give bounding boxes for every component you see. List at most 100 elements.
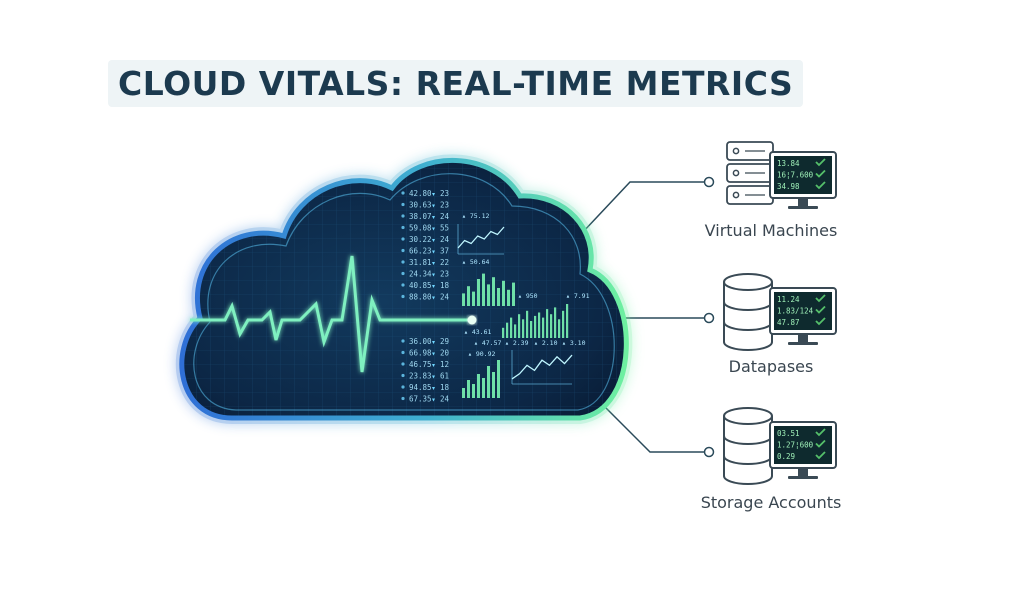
mini-bar	[462, 388, 465, 398]
readout-delta: 18	[440, 281, 450, 290]
mini-bar	[554, 307, 557, 338]
readout-delta: 18	[440, 383, 450, 392]
mini-bar	[477, 279, 480, 306]
monitor-value: 0.29	[777, 452, 795, 461]
mini-bar	[492, 372, 495, 398]
mini-bar	[514, 324, 517, 338]
check-icon	[815, 181, 826, 190]
svg-text:▾: ▾	[432, 385, 435, 392]
mini-bar	[507, 289, 510, 306]
chart-mini-label: ▴ 47.57	[474, 339, 501, 347]
readout-value: 59.08	[409, 224, 432, 233]
readout-delta: 23	[440, 201, 449, 210]
readout-value: 67.35	[409, 395, 432, 404]
readout-row: 31.81▾ 22	[401, 258, 449, 267]
readout-row: 94.85▾18	[401, 383, 450, 392]
resource-label: Virtual Machines	[705, 221, 838, 240]
svg-text:▾: ▾	[432, 237, 435, 244]
check-icon	[815, 428, 826, 437]
mini-bar-chart	[462, 273, 515, 306]
cloud-grid	[181, 160, 627, 418]
readout-row: 38.07▾24	[401, 212, 450, 221]
mini-bar	[550, 314, 553, 338]
title-banner: CLOUD VITALS: REAL-TIME METRICS	[108, 60, 804, 107]
mini-bar	[462, 293, 465, 306]
connector-node-db	[703, 312, 715, 324]
mini-bar	[497, 288, 500, 306]
mini-bar	[497, 360, 500, 398]
mini-bar	[472, 291, 475, 306]
svg-text:▾: ▾	[432, 295, 435, 302]
readout-delta: 61	[440, 372, 449, 381]
mini-bar	[472, 384, 475, 398]
mini-bar	[467, 286, 470, 306]
svg-text:▾: ▾	[432, 226, 435, 233]
check-icon	[815, 317, 826, 326]
chart-mini-label: ▴ 2.10	[534, 339, 558, 347]
check-icon	[815, 439, 826, 448]
svg-text:▾: ▾	[432, 351, 435, 358]
mini-bar-chart	[502, 304, 569, 338]
readout-value: 30.22	[409, 235, 432, 244]
svg-text:▾: ▾	[432, 203, 435, 210]
monitor-value: 34.98	[777, 182, 800, 191]
readout-row: 42.80▾23	[401, 189, 449, 198]
cloud-monitor: 42.80▾2330.63▾2338.07▾2459.08▾5530.22▾24…	[175, 154, 633, 424]
trend-line	[511, 354, 573, 380]
readout-value: 66.98	[409, 349, 432, 358]
monitor-value: 1.27¦600	[777, 441, 814, 450]
cloud-outline	[179, 158, 629, 421]
monitor-value: 47.87	[777, 318, 800, 327]
readout-value: 40.85	[409, 281, 432, 290]
svg-text:▾: ▾	[432, 362, 435, 369]
mini-bar	[492, 277, 495, 306]
readout-delta: 55	[440, 224, 449, 233]
readout-value: 42.80	[409, 189, 432, 198]
chart-mini-label: ▴ 3.10	[562, 339, 586, 347]
connector-storage	[595, 397, 708, 453]
svg-text:▾: ▾	[432, 260, 435, 267]
readout-delta: 22	[440, 258, 449, 267]
monitor-icon: 13.84 16¦7.600 34.98	[769, 151, 837, 209]
monitor-value: 13.84	[777, 159, 800, 168]
check-icon	[815, 305, 826, 314]
readout-row: 67.35▾24	[401, 395, 450, 404]
page-title: CLOUD VITALS: REAL-TIME METRICS	[118, 64, 794, 103]
readout-delta: 12	[440, 360, 449, 369]
mini-bar	[522, 319, 525, 338]
mini-bar	[566, 304, 569, 338]
chart-mini-label: ▴ 43.61	[464, 328, 491, 336]
svg-text:▾: ▾	[432, 339, 435, 346]
chart-mini-label: ▴ 90.92	[468, 350, 495, 358]
svg-text:▾: ▾	[432, 214, 435, 221]
readout-delta: 23	[440, 270, 449, 279]
readout-row: 30.63▾23	[401, 201, 449, 210]
mini-bar	[546, 309, 549, 338]
mini-bar	[512, 282, 515, 306]
connector-node-storage	[703, 446, 715, 458]
readout-value: 88.80	[409, 293, 432, 302]
mini-bar	[477, 374, 480, 398]
readout-value: 38.07	[409, 212, 432, 221]
svg-text:▾: ▾	[432, 397, 435, 404]
mini-bar	[538, 312, 541, 338]
readout-delta: 37	[440, 247, 449, 256]
readout-delta: 29	[440, 337, 449, 346]
readout-row: 59.08▾ 55	[401, 224, 449, 233]
readout-row: 30.22▾ 24	[401, 235, 450, 244]
database-icon	[723, 407, 773, 485]
mini-bar	[482, 273, 485, 306]
check-icon	[815, 294, 826, 303]
readout-row: 46.75▾12	[401, 360, 449, 369]
readout-value: 66.23	[409, 247, 432, 256]
svg-text:▾: ▾	[432, 283, 435, 290]
readout-value: 31.81	[409, 258, 432, 267]
cloud-inner-outline	[193, 173, 615, 411]
mini-line-chart	[457, 224, 505, 255]
readout-delta: 24	[440, 235, 450, 244]
monitor-value: 16¦7.600	[777, 171, 814, 180]
